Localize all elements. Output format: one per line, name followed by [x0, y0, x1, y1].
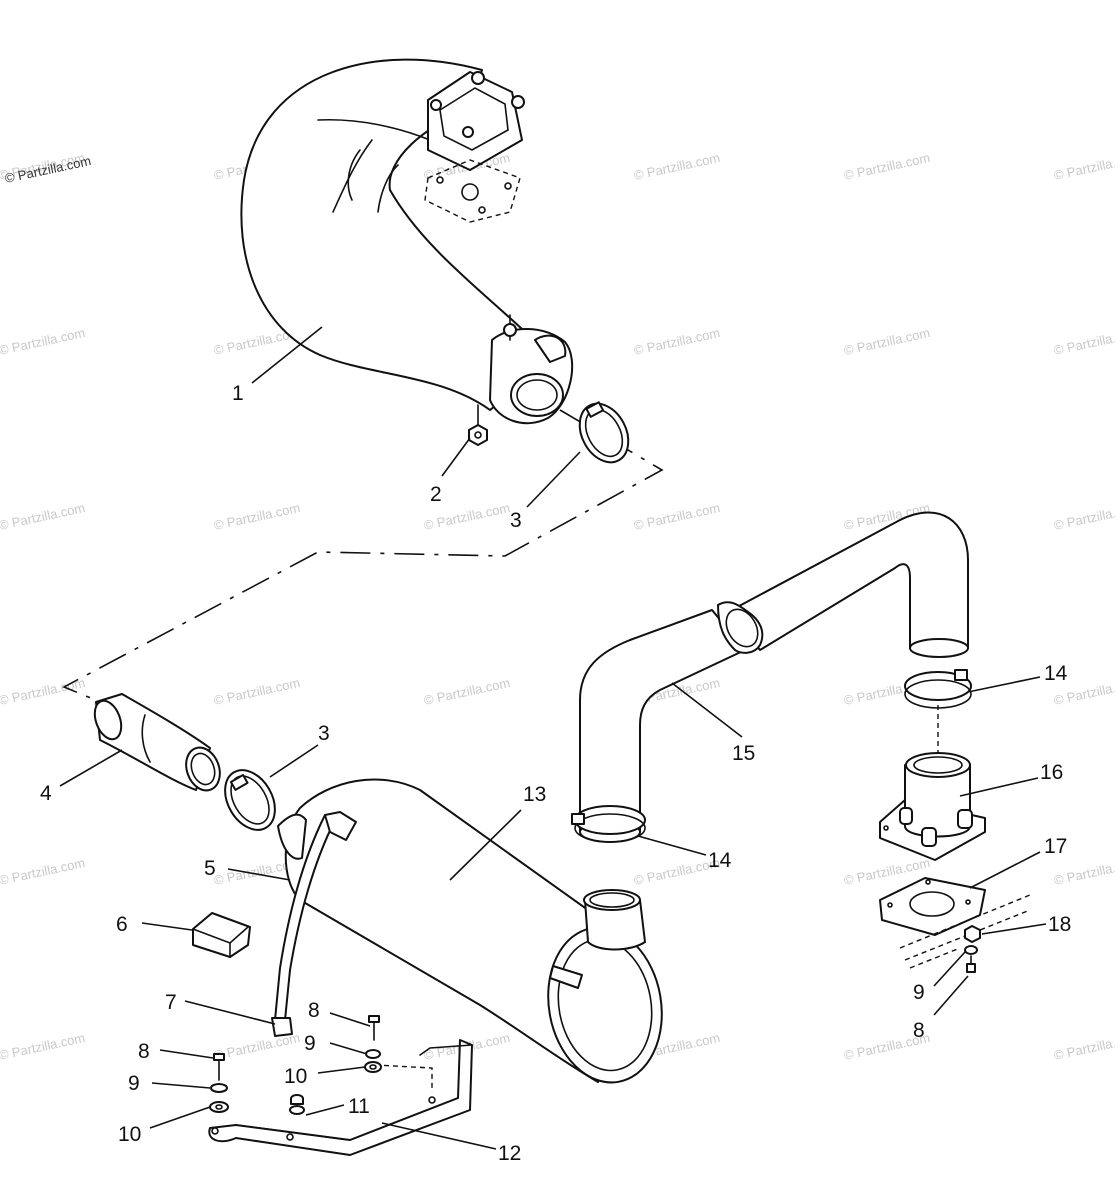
callout-10-middle: 10 — [284, 1065, 307, 1088]
part-strap-clip[interactable] — [271, 1017, 293, 1037]
part-muffler[interactable] — [277, 778, 674, 1092]
bolt-alignment-line — [374, 1064, 433, 1092]
callout-9-middle: 9 — [304, 1032, 316, 1055]
watermark: © Partzilla.com — [423, 675, 512, 708]
part-bolt-middle[interactable] — [368, 1015, 380, 1041]
part-exhaust-pipe[interactable] — [240, 58, 574, 425]
callout-12: 12 — [498, 1142, 521, 1165]
callout-8-middle: 8 — [308, 999, 320, 1022]
callout-2: 2 — [430, 483, 442, 506]
part-coupler-tube[interactable] — [90, 693, 226, 795]
watermark: © Partzilla.com — [0, 325, 86, 358]
callout-15: 15 — [732, 742, 755, 765]
assembly-dashed-line — [62, 409, 664, 709]
callout-17: 17 — [1044, 835, 1067, 858]
callout-1: 1 — [232, 382, 244, 405]
callout-9-left: 9 — [128, 1072, 140, 1095]
watermark: © Partzilla.com — [843, 325, 932, 358]
watermark: © Partzilla.com — [213, 675, 302, 708]
part-lockwasher-left[interactable] — [210, 1083, 228, 1093]
callout-4: 4 — [40, 782, 52, 805]
part-nut[interactable] — [468, 404, 488, 446]
part-nut-right[interactable] — [964, 925, 981, 943]
part-clamp-lower[interactable] — [215, 761, 285, 838]
part-mounting-bracket[interactable] — [208, 1039, 473, 1156]
watermark: © Partzilla.com — [843, 150, 932, 183]
callout-13: 13 — [523, 783, 546, 806]
callout-7: 7 — [165, 991, 177, 1014]
part-lockwasher-right[interactable] — [964, 945, 978, 955]
watermark: © Partzilla.com — [633, 150, 722, 183]
callout-11: 11 — [348, 1095, 370, 1118]
watermark: © Partzilla.com — [0, 500, 86, 533]
watermark: © Partzilla.com — [633, 325, 722, 358]
callout-3-upper: 3 — [510, 509, 522, 532]
callout-14-muffler: 14 — [708, 849, 732, 872]
watermark: © Partzilla.com — [0, 855, 86, 888]
callout-9-right: 9 — [913, 981, 925, 1004]
callout-18: 18 — [1048, 913, 1071, 936]
watermark: © Partzilla.com — [633, 500, 722, 533]
part-bolt-right[interactable] — [966, 955, 976, 973]
callout-5: 5 — [204, 857, 216, 880]
watermark: © Partzilla.com — [1053, 150, 1115, 183]
callout-10-left: 10 — [118, 1123, 141, 1146]
part-gasket[interactable] — [879, 877, 986, 936]
part-outlet-housing[interactable] — [879, 752, 986, 861]
watermark: © Partzilla.com — [1053, 1030, 1115, 1063]
watermark: © Partzilla.com — [0, 1030, 86, 1063]
part-clamp-right-upper[interactable] — [904, 669, 972, 709]
part-lockwasher-middle[interactable] — [365, 1049, 381, 1059]
callout-8-left: 8 — [138, 1040, 150, 1063]
watermark: © Partzilla.com — [1053, 500, 1115, 533]
callout-8-right: 8 — [913, 1019, 925, 1042]
part-clamp-muffler[interactable] — [571, 805, 646, 843]
part-tailpipe[interactable] — [579, 511, 969, 843]
watermark: © Partzilla.com — [1053, 855, 1115, 888]
callout-3-lower: 3 — [318, 722, 330, 745]
callout-16: 16 — [1040, 761, 1063, 784]
part-washer-left[interactable] — [209, 1101, 229, 1113]
callout-14-right: 14 — [1044, 662, 1068, 685]
watermark: © Partzilla.com — [1053, 325, 1115, 358]
part-bolt-left[interactable] — [213, 1053, 225, 1081]
leader-lines — [59, 326, 1047, 1150]
callout-6: 6 — [116, 913, 128, 936]
part-pad[interactable] — [192, 912, 251, 958]
watermark: © Partzilla.com — [213, 500, 302, 533]
callout-labels: 1 2 3 3 4 5 6 7 8 8 9 9 10 10 11 12 13 1… — [40, 382, 1071, 1165]
part-grommet[interactable] — [289, 1094, 305, 1115]
part-clamp-upper[interactable] — [570, 395, 638, 470]
part-washer-middle[interactable] — [364, 1061, 382, 1073]
